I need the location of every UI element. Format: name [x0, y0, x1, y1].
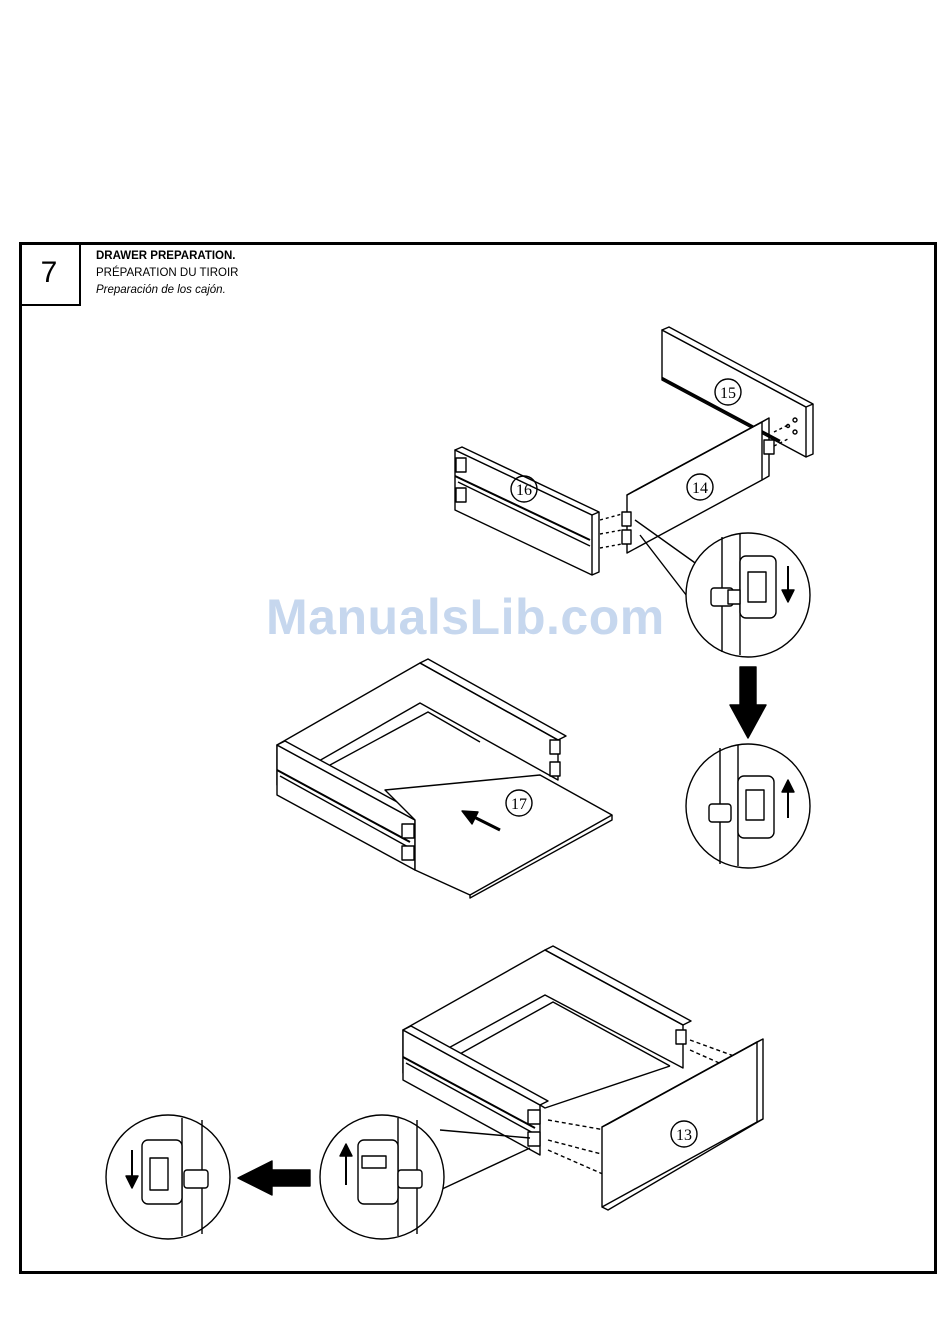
down-arrow — [730, 667, 766, 738]
part-label-16: 16 — [516, 482, 532, 499]
detail-clip-push-up — [686, 744, 810, 868]
detail-clip-pull-up — [320, 1115, 530, 1239]
part-label-15: 15 — [720, 385, 736, 402]
side-panel-14: 14 — [622, 418, 790, 553]
left-arrow — [238, 1161, 310, 1195]
part-label-14: 14 — [692, 480, 708, 497]
side-panel-16: 16 — [455, 447, 622, 575]
watermark-text: ManualsLib.com — [266, 588, 665, 646]
part-label-13: 13 — [676, 1127, 692, 1144]
part-label-17: 17 — [511, 796, 527, 813]
drawer-bottom-17: 17 — [385, 775, 612, 898]
detail-clip-released — [106, 1115, 230, 1239]
